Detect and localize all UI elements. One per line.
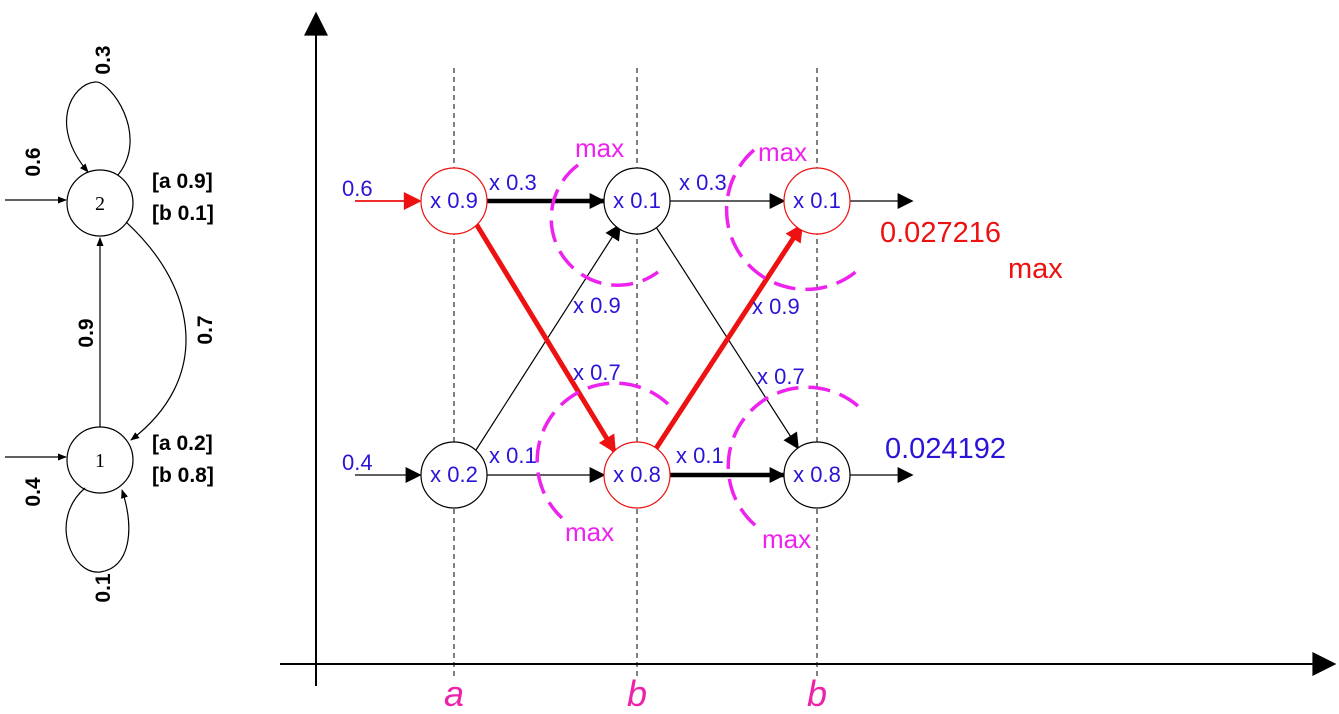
observation-3: b xyxy=(807,673,827,714)
result-top-value: 0.027216 xyxy=(880,217,1001,249)
trellis-node-top-2 xyxy=(603,167,671,235)
state-2-node xyxy=(66,169,134,237)
emission-state-2-b: [b 0.1] xyxy=(152,202,214,225)
trellis-node-label-bottom-3: x 0.8 xyxy=(793,462,841,487)
trellis-node-label-top-3: x 0.1 xyxy=(793,188,841,213)
edge-label-top-1-to-top-2: x 0.3 xyxy=(489,170,537,195)
trellis-node-label-bottom-2: x 0.8 xyxy=(613,462,661,487)
edge-top-1-to-bottom-2 xyxy=(472,220,618,454)
trellis-node-bottom-1 xyxy=(420,441,488,509)
observation-2: b xyxy=(627,673,647,714)
edge-label-bottom-1-to-top-2: x 0.9 xyxy=(573,293,621,318)
self-loop-prob-state-2: 0.3 xyxy=(92,45,115,74)
self-loop-prob-state-1: 0.1 xyxy=(92,573,115,603)
edge-label-bottom-2-to-top-3: x 0.9 xyxy=(752,294,800,319)
emission-state-1-b: [b 0.8] xyxy=(152,464,214,487)
max-label-bottom-2: max xyxy=(565,517,614,547)
state-machine: 2 1 0.6 0.4 0.3 0.1 0.9 0.7 [a 0.9] [b 0… xyxy=(5,45,217,603)
edge-label-top-1-to-bottom-2: x 0.7 xyxy=(573,360,621,385)
emission-state-1-a: [a 0.2] xyxy=(152,432,213,455)
initial-prob-state-1: 0.4 xyxy=(22,477,45,507)
max-arc-bottom-3 xyxy=(726,385,860,528)
edge-label-top-2-to-bottom-3: x 0.7 xyxy=(757,364,805,389)
trellis-node-bottom-3 xyxy=(783,441,851,509)
max-label-top-2: max xyxy=(575,133,624,163)
trellis-node-label-bottom-1: x 0.2 xyxy=(430,462,478,487)
trellis-node-label-top-2: x 0.1 xyxy=(613,188,661,213)
trellis: a b b 0.6 0.4 x 0.9 x 0.1 xyxy=(280,11,1337,714)
max-arc-top-3 xyxy=(724,148,860,292)
max-label-top-3: max xyxy=(758,137,807,167)
trellis-node-bottom-2 xyxy=(603,441,671,509)
result-bottom-value: 0.024192 xyxy=(885,433,1006,465)
init-prob-top: 0.6 xyxy=(342,176,373,201)
max-label-bottom-3: max xyxy=(762,524,811,554)
transition-2-to-1 xyxy=(125,221,187,441)
state-1-label: 1 xyxy=(95,450,105,472)
emission-state-2-a: [a 0.9] xyxy=(152,170,213,193)
edge-bottom-2-to-top-3 xyxy=(652,223,805,452)
edge-label-top-2-to-top-3: x 0.3 xyxy=(679,170,727,195)
state-2-label: 2 xyxy=(95,193,105,215)
edge-label-bottom-2-to-bottom-3: x 0.1 xyxy=(676,443,724,468)
self-loop-state-1 xyxy=(65,487,130,573)
self-loop-state-2 xyxy=(66,81,131,176)
trellis-node-top-1 xyxy=(420,167,488,235)
initial-prob-state-2: 0.6 xyxy=(22,147,45,176)
init-prob-bottom: 0.4 xyxy=(342,450,373,475)
transition-prob-1-to-2: 0.9 xyxy=(75,318,98,347)
observation-1: a xyxy=(444,673,464,714)
max-arc-bottom-2 xyxy=(535,381,670,520)
result-top-max-note: max xyxy=(1008,253,1063,285)
trellis-node-top-3 xyxy=(783,167,851,235)
edge-label-bottom-1-to-bottom-2: x 0.1 xyxy=(489,443,537,468)
trellis-node-label-top-1: x 0.9 xyxy=(430,188,478,213)
max-arc-top-2 xyxy=(549,163,660,288)
transition-prob-2-to-1: 0.7 xyxy=(194,315,217,344)
